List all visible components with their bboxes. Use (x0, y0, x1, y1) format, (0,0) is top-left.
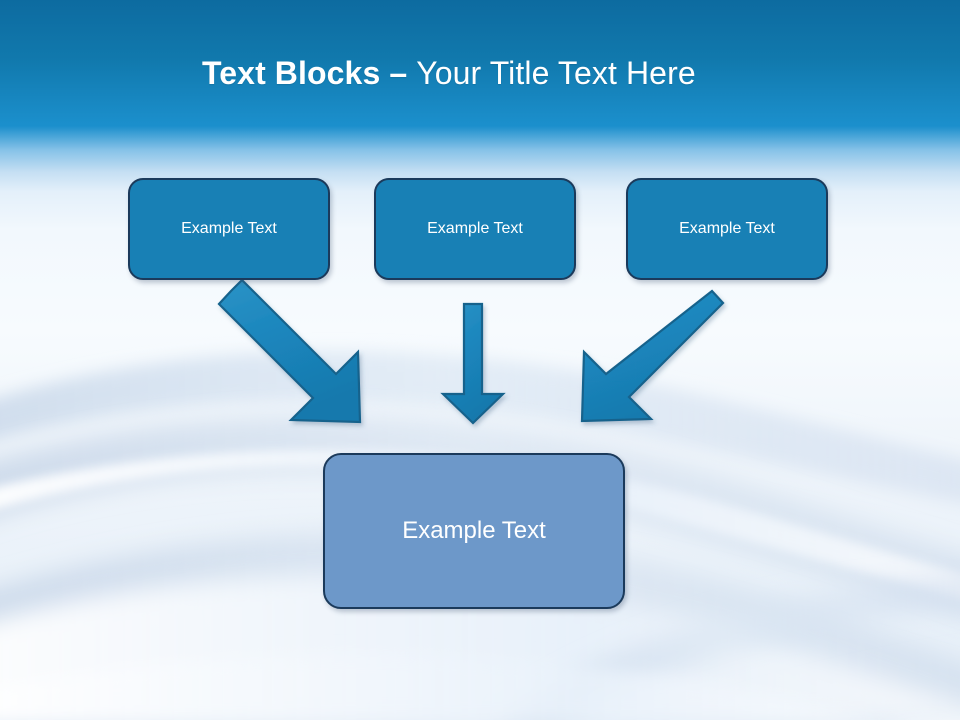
result-text-block-label: Example Text (402, 517, 546, 544)
text-block-1[interactable]: Example Text (128, 178, 330, 280)
slide-title-light: Your Title Text Here (416, 55, 696, 91)
text-block-2-label: Example Text (427, 220, 523, 237)
text-block-2[interactable]: Example Text (374, 178, 576, 280)
text-block-3[interactable]: Example Text (626, 178, 828, 280)
slide-title-strong: Text Blocks – (202, 55, 417, 91)
slide-title: Text Blocks – Your Title Text Here (202, 52, 696, 94)
text-block-3-label: Example Text (679, 220, 775, 237)
result-text-block[interactable]: Example Text (323, 453, 625, 609)
text-block-1-label: Example Text (181, 220, 277, 237)
